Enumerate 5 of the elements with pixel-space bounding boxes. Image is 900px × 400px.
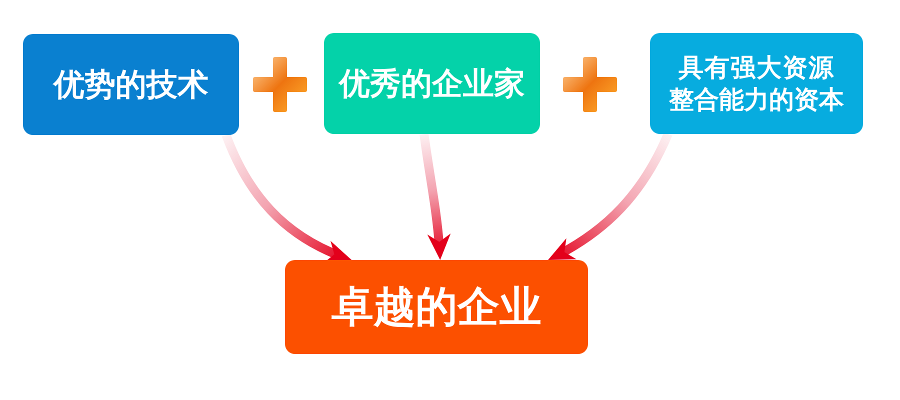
rounded-box: 优秀的企业家 <box>324 33 540 134</box>
rounded-box: 卓越的企业 <box>285 260 588 354</box>
rounded-box: 具有强大资源整合能力的资本 <box>650 33 863 134</box>
rounded-box: 优势的技术 <box>23 34 239 135</box>
curved-arrow <box>420 133 450 260</box>
